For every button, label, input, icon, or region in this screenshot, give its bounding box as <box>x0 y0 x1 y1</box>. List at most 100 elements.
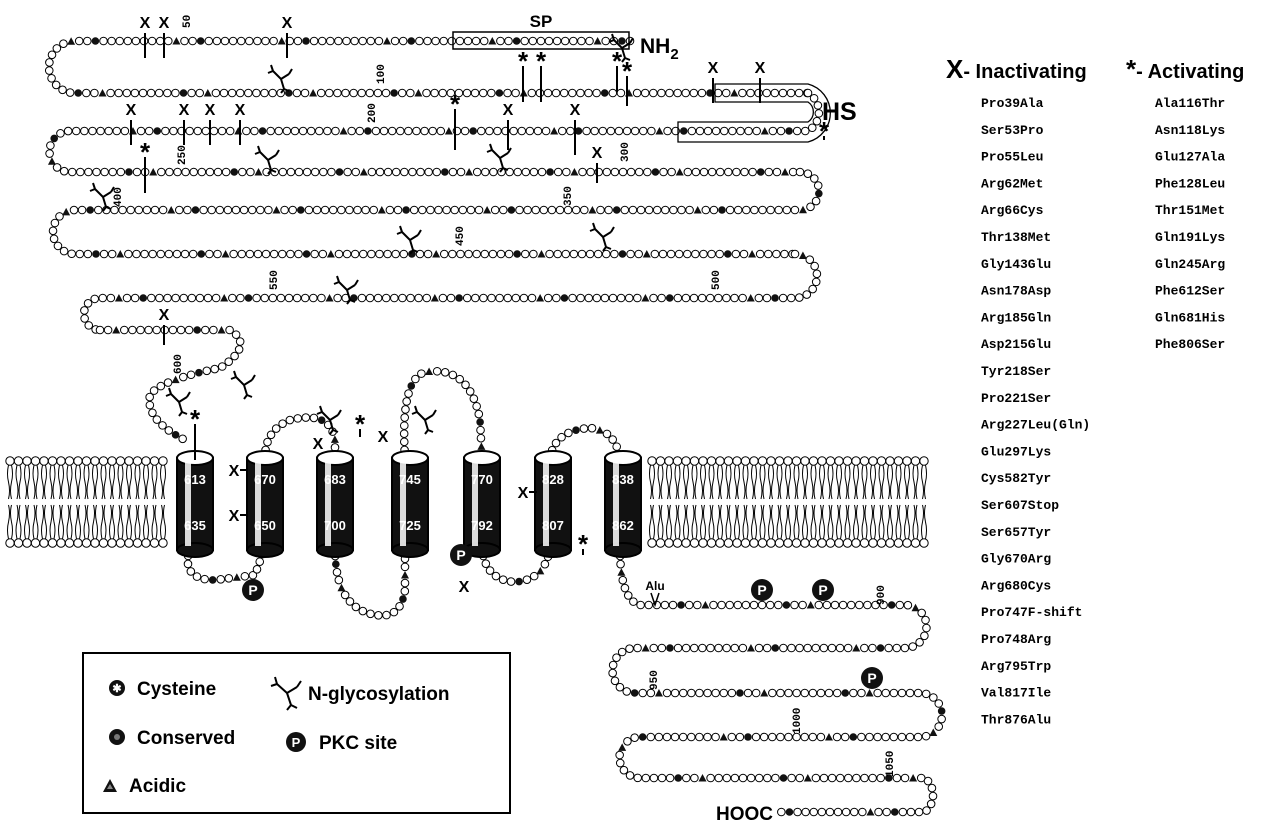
residue <box>850 689 858 697</box>
residue <box>866 733 874 741</box>
residue <box>201 575 209 583</box>
lipid-head <box>886 457 894 465</box>
residue <box>686 206 694 214</box>
residue <box>277 294 285 302</box>
lipid-tail <box>118 505 123 539</box>
conserved-residue <box>631 689 639 697</box>
residue <box>651 250 659 258</box>
activating-mutation: Phe806Ser <box>1155 337 1225 352</box>
residue <box>609 669 617 677</box>
residue <box>634 774 642 782</box>
acidic-residue <box>807 601 815 609</box>
residue <box>809 689 817 697</box>
lipid-head <box>159 457 167 465</box>
residue <box>702 206 710 214</box>
residue <box>624 737 632 745</box>
residue <box>91 89 99 97</box>
residue <box>767 206 775 214</box>
conserved-residue <box>849 733 857 741</box>
residue <box>101 168 109 176</box>
residue <box>212 89 220 97</box>
residue <box>586 37 594 45</box>
residue <box>645 601 653 609</box>
conserved-residue <box>513 37 521 45</box>
residue <box>193 573 201 581</box>
acidic-residue <box>699 774 707 782</box>
inactivating-mutation-marker: X <box>503 102 514 150</box>
residue <box>410 206 418 214</box>
residue <box>318 294 326 302</box>
residue <box>425 168 433 176</box>
lipid-head <box>48 539 56 547</box>
residue <box>78 206 86 214</box>
legend-acidic-label: Acidic <box>129 776 186 797</box>
lipid-tail <box>33 465 38 499</box>
residue <box>593 294 601 302</box>
lipid-head <box>894 457 902 465</box>
residue <box>329 206 337 214</box>
residue <box>327 37 335 45</box>
residue <box>470 395 478 403</box>
residue <box>855 601 863 609</box>
residue <box>858 689 866 697</box>
lipid-tail <box>786 465 791 499</box>
lipid-head <box>648 539 656 547</box>
n-terminus-label: NH2 <box>640 35 679 63</box>
lipid-head <box>40 457 48 465</box>
residue <box>335 37 343 45</box>
lipid-tail <box>135 465 140 499</box>
lipid-tail <box>803 465 808 499</box>
residue <box>261 294 269 302</box>
lipid-head <box>23 539 31 547</box>
residue <box>81 315 89 323</box>
residue <box>123 89 131 97</box>
residue <box>392 168 400 176</box>
helix-base <box>177 543 213 557</box>
residue <box>148 294 156 302</box>
residue <box>212 294 220 302</box>
activating-mutation-list: Ala116ThrAsn118LysGlu127AlaPhe128LeuThr1… <box>1155 96 1225 352</box>
residue <box>814 182 822 190</box>
residue <box>241 572 249 580</box>
helix-base <box>535 543 571 557</box>
lipid-tail <box>161 505 166 539</box>
residue <box>157 250 165 258</box>
acidic-residue <box>760 689 768 697</box>
residue <box>634 294 642 302</box>
residue <box>91 295 99 303</box>
n-glycosylation-site-icon <box>412 406 436 434</box>
inactivating-mutation: Ser53Pro <box>981 123 1044 138</box>
residue <box>898 733 906 741</box>
conserved-residue <box>572 426 580 434</box>
residue <box>392 250 400 258</box>
residue <box>588 424 596 432</box>
residue <box>504 89 512 97</box>
acidic-residue <box>331 435 339 443</box>
transmembrane-helix: 828807 <box>535 451 571 557</box>
conserved-residue <box>841 689 849 697</box>
residue <box>700 168 708 176</box>
residue <box>752 733 760 741</box>
residue <box>295 168 303 176</box>
residue <box>155 89 163 97</box>
residue <box>831 601 839 609</box>
residue <box>477 426 485 434</box>
residue <box>351 250 359 258</box>
residue <box>391 37 399 45</box>
residue <box>131 89 139 97</box>
residue <box>83 89 91 97</box>
residue <box>137 326 145 334</box>
residue <box>225 574 233 582</box>
acidic-residue <box>234 127 242 135</box>
residue <box>839 601 847 609</box>
residue <box>492 572 500 580</box>
residue <box>115 89 123 97</box>
inactivating-mutation: Thr138Met <box>981 230 1051 245</box>
n-glycosylation-site-icon <box>590 223 614 251</box>
residue <box>405 127 413 135</box>
residue <box>303 168 311 176</box>
residue <box>624 592 632 600</box>
residue <box>153 326 161 334</box>
residue <box>216 206 224 214</box>
